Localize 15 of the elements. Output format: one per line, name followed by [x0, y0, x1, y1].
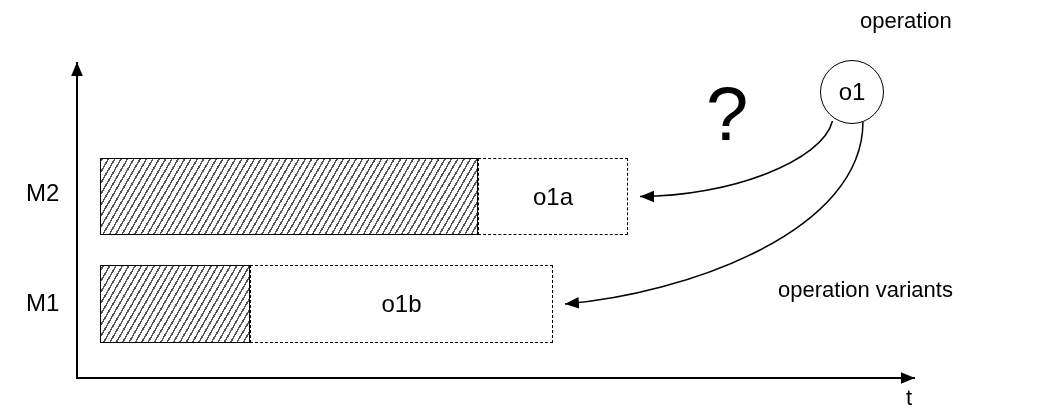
arrow — [564, 121, 864, 309]
dashed-box — [478, 158, 628, 235]
hatched-bar — [100, 158, 478, 235]
node-label: o1a — [532, 182, 573, 211]
axis-label: M1 — [26, 290, 60, 317]
node-label: o1 — [838, 78, 866, 106]
question-mark: ? — [706, 72, 749, 156]
node-label: o1b — [381, 290, 422, 318]
dashed-box — [250, 265, 553, 343]
arrow — [639, 120, 834, 202]
annotation: operation variants — [778, 278, 953, 303]
hatched-bar — [100, 265, 250, 343]
node-caption: operation — [860, 8, 952, 34]
axis-label: M2 — [26, 180, 60, 207]
axis-label: t — [906, 386, 913, 411]
